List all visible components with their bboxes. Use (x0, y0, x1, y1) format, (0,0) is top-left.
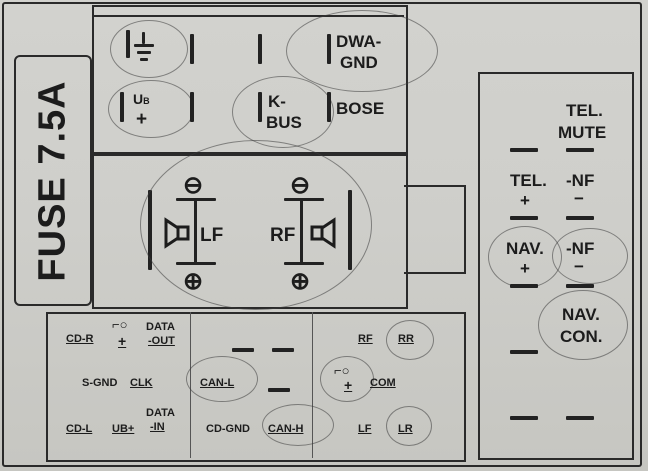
pin-dash (566, 284, 594, 288)
dwa-gnd-circle (286, 10, 438, 92)
tel-plus-label: TEL. (510, 171, 547, 190)
s-gnd-label: S-GND (82, 377, 118, 389)
nav-con-circle (538, 290, 628, 360)
ground-circle (110, 20, 188, 78)
speaker-section-step (404, 185, 466, 274)
cd-gnd-label: CD-GND (206, 423, 250, 435)
ub-circle (108, 80, 194, 138)
pin-bar (327, 92, 331, 122)
nav-plus-circle (488, 226, 562, 288)
pin-bar (190, 34, 194, 64)
nf-label: − (574, 189, 584, 208)
pin-dash (510, 148, 538, 152)
bose-label: BOSE (336, 99, 385, 118)
pin-dash (510, 284, 538, 288)
data-in-label: -IN (150, 421, 165, 433)
bottom-divider-right (312, 312, 313, 458)
speaker-circle (140, 140, 372, 310)
switch-circle (320, 356, 374, 402)
bottom-connector-frame (46, 312, 466, 462)
switch-plus-label: + (118, 333, 127, 349)
pin-bar (258, 34, 262, 64)
pin-dash (232, 348, 254, 352)
pin-dash (268, 388, 290, 392)
outer-frame (2, 2, 642, 467)
fuse-slot: FUSE 7.5A (14, 55, 92, 306)
data-out-label: -OUT (148, 335, 175, 347)
top-connector-inner (92, 5, 404, 17)
clk-label: CLK (130, 377, 153, 389)
can-l-circle (186, 356, 258, 402)
nf-circle (552, 228, 628, 284)
data-out-label: DATA (146, 321, 175, 333)
switch-icon: ⌐○ (112, 317, 128, 332)
pin-dash (566, 216, 594, 220)
pin-dash (566, 416, 594, 420)
com-label: COM (370, 377, 396, 389)
cd-r-label: CD-R (66, 333, 94, 345)
lf-out-label: LF (358, 423, 372, 435)
tel-mute-label: TEL. (566, 101, 603, 120)
rf-out-label: RF (358, 333, 373, 345)
fuse-label: FUSE 7.5A (31, 79, 74, 282)
cd-l-label: CD-L (66, 423, 93, 435)
right-block-frame (478, 72, 634, 460)
ub-plus-label: UB+ (112, 423, 135, 435)
data-in-label: DATA (146, 407, 175, 419)
rr-circle (386, 320, 434, 360)
tel-mute-label: MUTE (558, 123, 607, 142)
can-h-circle (262, 404, 334, 446)
pin-dash (272, 348, 294, 352)
lr-circle (386, 406, 432, 446)
kbus-circle (232, 76, 334, 148)
pin-bar (190, 92, 194, 122)
pin-dash (510, 350, 538, 354)
pin-dash (510, 216, 538, 220)
pin-dash (566, 148, 594, 152)
pin-dash (510, 416, 538, 420)
nf-label: -NF (566, 171, 595, 190)
tel-plus-label: + (520, 191, 530, 210)
